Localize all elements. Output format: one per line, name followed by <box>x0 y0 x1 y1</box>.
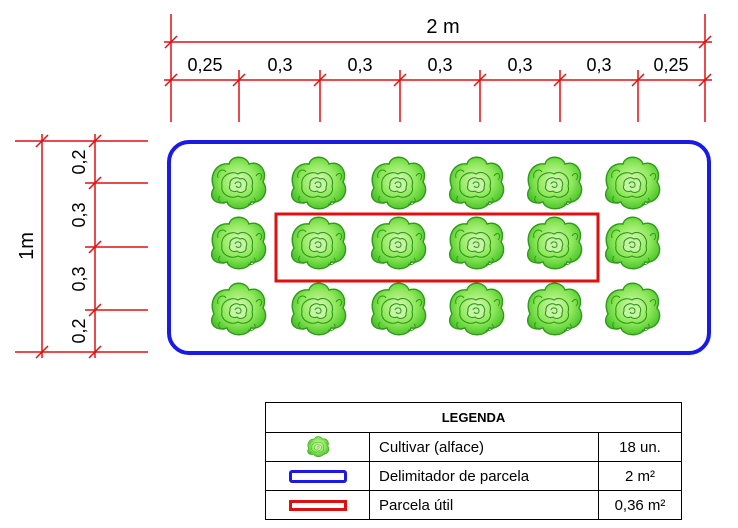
column-width-label: 0,3 <box>347 55 372 75</box>
legend-symbol-cell <box>266 433 370 461</box>
legend-label: Cultivar (alface) <box>370 433 599 461</box>
vertical-dimensions <box>15 134 148 359</box>
row-height-label: 0,3 <box>69 202 89 227</box>
lettuce-icon <box>448 156 505 210</box>
lettuce-icon <box>370 156 427 210</box>
lettuce-icon <box>526 216 583 270</box>
legend-row-useful-plot: Parcela útil 0,36 m² <box>266 491 681 520</box>
lettuce-icon <box>604 216 661 270</box>
legend-title: LEGENDA <box>266 403 681 433</box>
legend-symbol-cell <box>266 491 370 520</box>
legend-table: LEGENDA Cultivar (alface) 18 un. Delimit… <box>265 402 682 520</box>
row-height-label: 0,2 <box>69 149 89 174</box>
column-width-label: 0,25 <box>653 55 688 75</box>
lettuce-icon <box>448 216 505 270</box>
blue-rectangle-icon <box>288 469 347 483</box>
legend-symbol-cell <box>266 462 370 490</box>
row-height-label: 0,2 <box>69 318 89 343</box>
total-height-label: 1m <box>16 232 38 260</box>
lettuce-icon <box>210 156 267 210</box>
lettuce-icon <box>604 156 661 210</box>
column-width-label: 0,3 <box>507 55 532 75</box>
lettuce-icon <box>290 156 347 210</box>
lettuce-icon <box>290 216 347 270</box>
lettuce-icon <box>526 282 583 336</box>
column-width-labels: 0,25 0,3 0,3 0,3 0,3 0,3 0,25 <box>187 55 688 75</box>
lettuce-icon <box>290 282 347 336</box>
legend-row-plot-boundary: Delimitador de parcela 2 m² <box>266 462 681 491</box>
column-width-label: 0,3 <box>586 55 611 75</box>
lettuce-icon <box>526 156 583 210</box>
column-width-label: 0,3 <box>427 55 452 75</box>
useful-plot-boundary <box>274 212 600 283</box>
total-width-label: 2 m <box>426 16 459 38</box>
column-width-label: 0,25 <box>187 55 222 75</box>
lettuce-icon <box>370 216 427 270</box>
lettuce-plants <box>210 156 661 336</box>
plot-boundary <box>167 140 711 355</box>
legend-label: Parcela útil <box>370 491 599 520</box>
lettuce-icon <box>448 282 505 336</box>
legend-value: 0,36 m² <box>614 497 666 514</box>
legend-value: 2 m² <box>625 467 655 485</box>
lettuce-icon <box>306 436 329 457</box>
red-rectangle-icon <box>288 500 347 511</box>
column-width-label: 0,3 <box>267 55 292 75</box>
lettuce-icon <box>370 282 427 336</box>
lettuce-icon <box>210 216 267 270</box>
legend-row-lettuce: Cultivar (alface) 18 un. <box>266 433 681 462</box>
horizontal-dimensions <box>164 14 712 122</box>
legend-label: Delimitador de parcela <box>370 462 599 490</box>
lettuce-icon <box>604 282 661 336</box>
row-height-label: 0,3 <box>69 266 89 291</box>
row-height-labels: 0,2 0,3 0,3 0,2 <box>69 149 89 343</box>
lettuce-icon <box>210 282 267 336</box>
legend-value: 18 un. <box>619 438 661 456</box>
